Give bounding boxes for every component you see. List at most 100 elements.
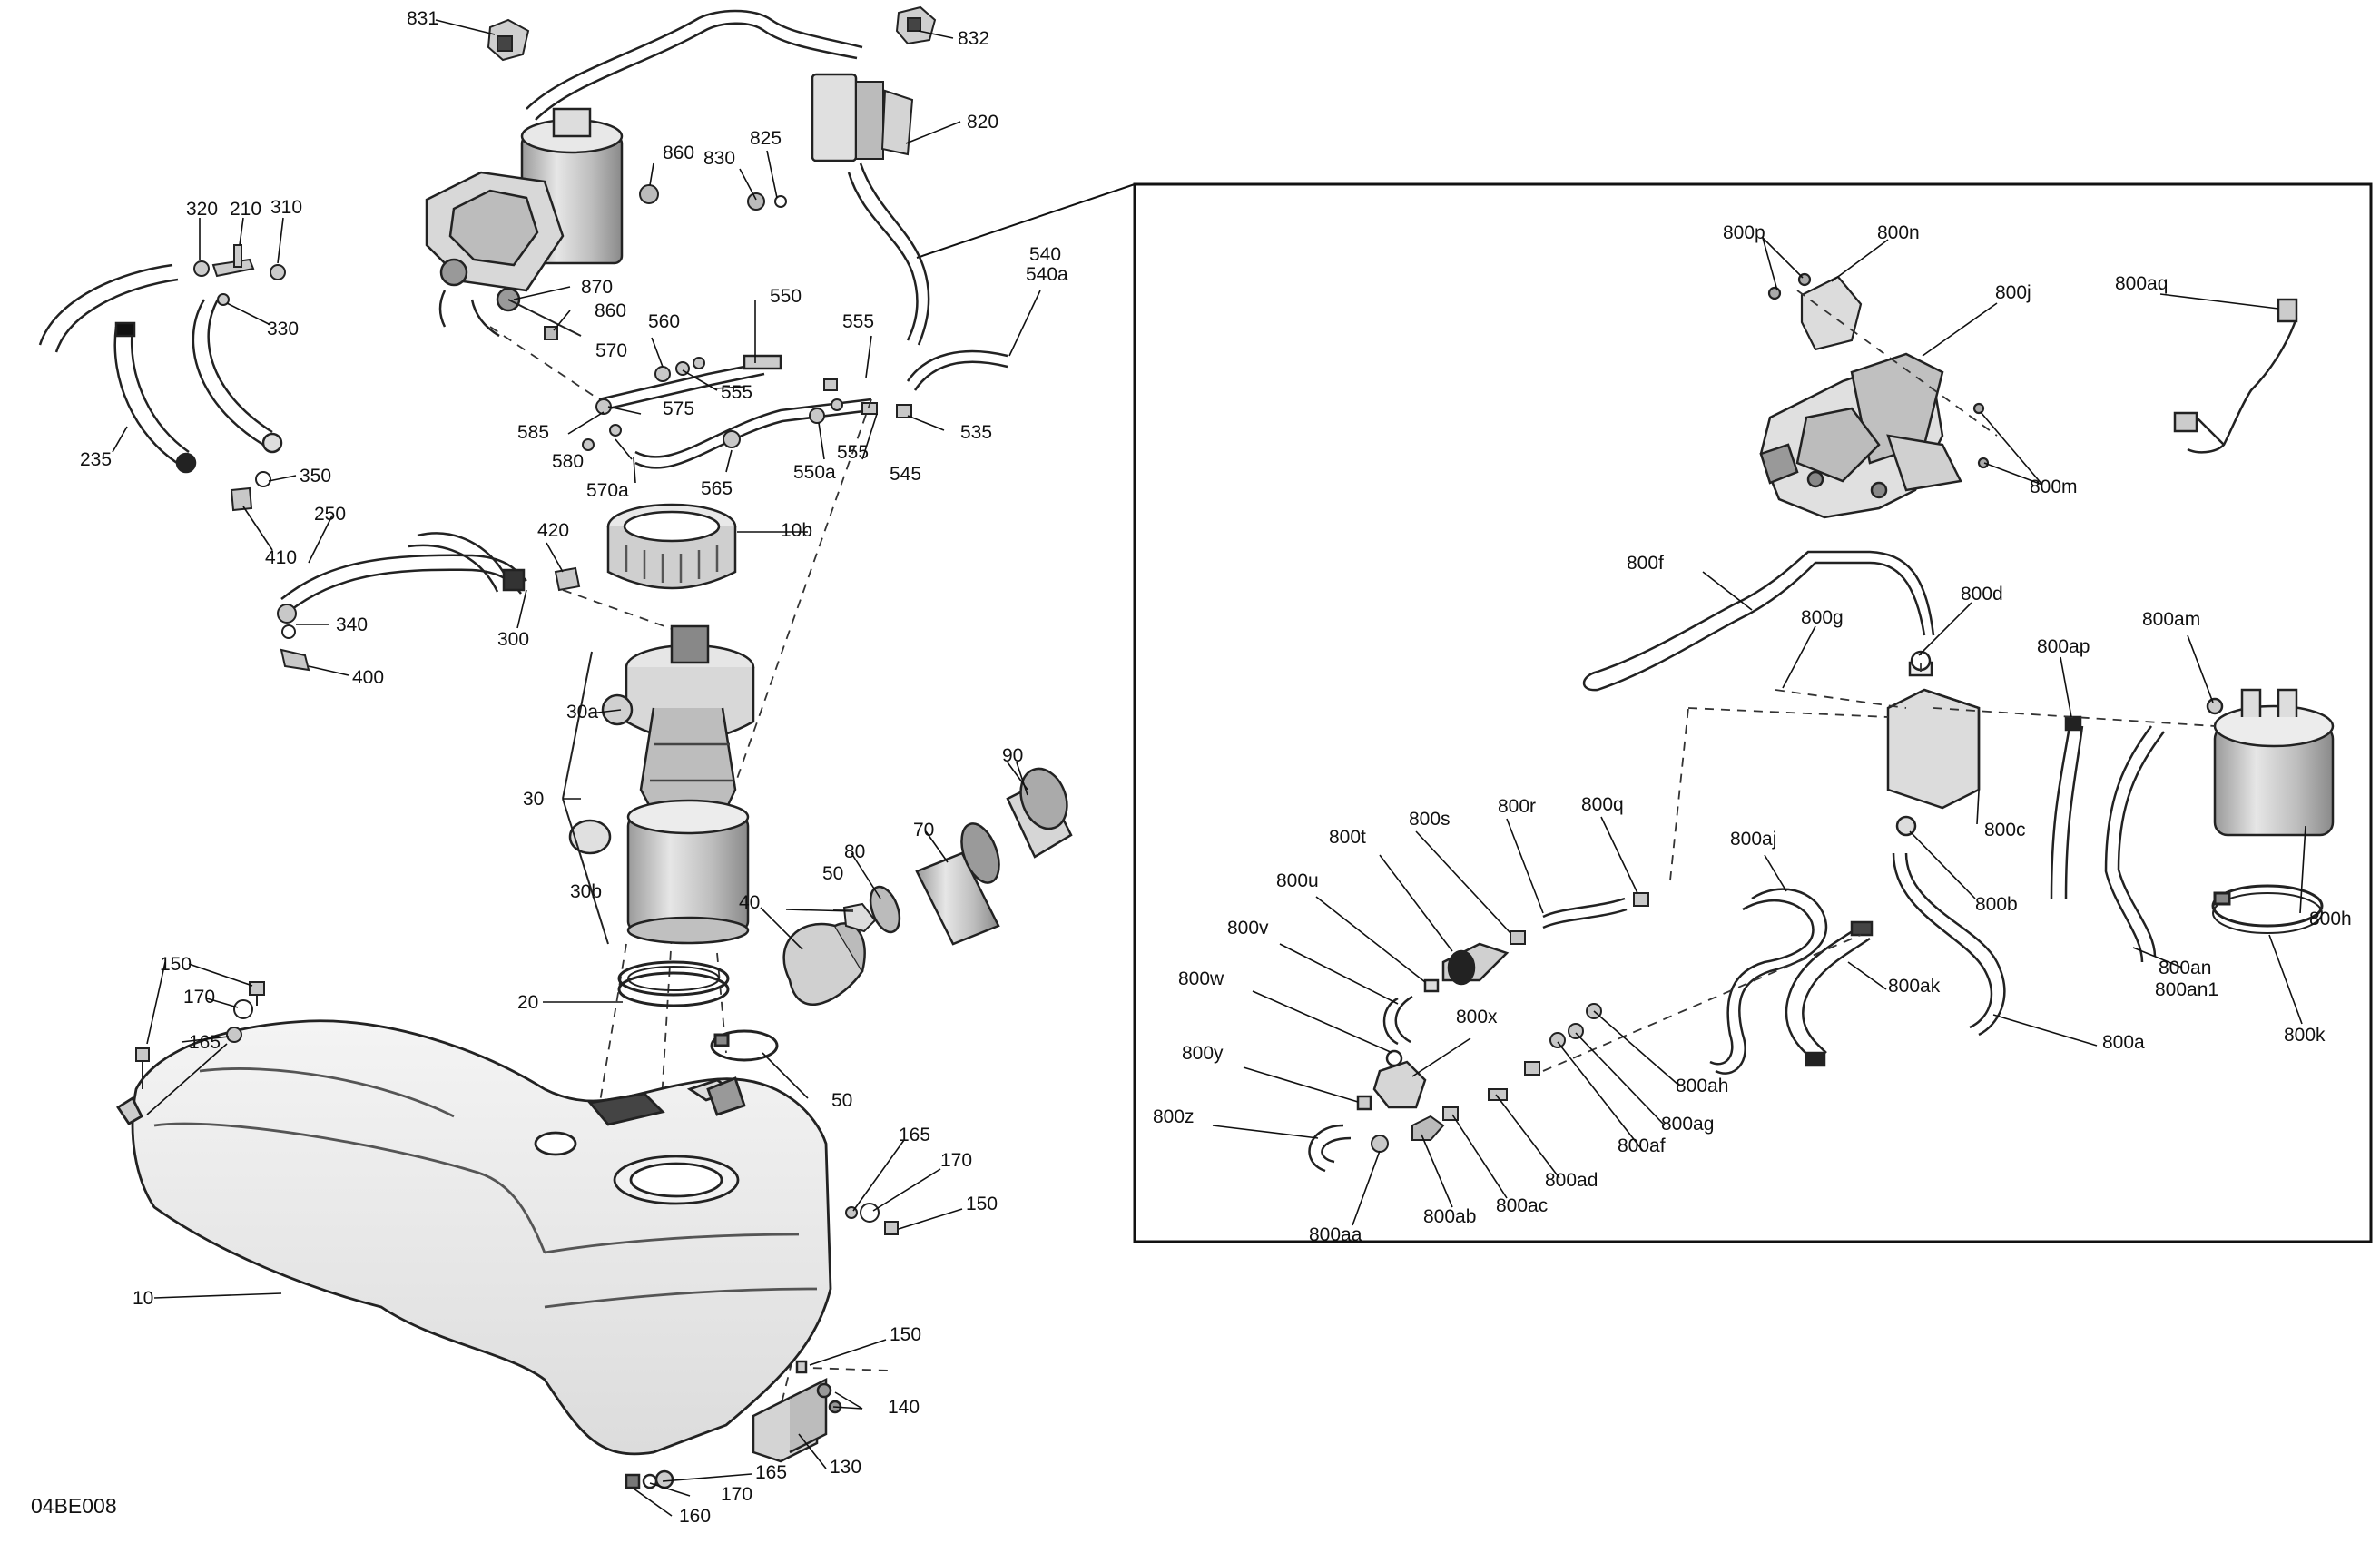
callout-800h: 800h [2309, 909, 2352, 929]
callout-150-c: 150 [890, 1324, 922, 1345]
detail-callout-line [916, 183, 1136, 259]
callout-575: 575 [663, 398, 695, 419]
bracket-130 [625, 1360, 842, 1489]
callout-800f: 800f [1627, 553, 1664, 574]
callout-800b: 800b [1975, 894, 2018, 915]
callout-90: 90 [1002, 745, 1024, 766]
callout-800ab: 800ab [1423, 1206, 1477, 1227]
detail-frame [1133, 182, 2373, 1243]
drawing-code: 04BE008 [31, 1494, 117, 1518]
callout-800g: 800g [1801, 607, 1844, 628]
callout-170-c: 170 [721, 1484, 753, 1505]
callout-820: 820 [967, 112, 999, 133]
canister-800c [1886, 650, 1981, 837]
callout-550: 550 [770, 286, 802, 307]
callout-70: 70 [913, 820, 935, 840]
evap-canister-820 [811, 73, 914, 162]
callout-165-c: 165 [755, 1462, 788, 1483]
callout-800p: 800p [1723, 222, 1765, 243]
bracket-30 [562, 651, 593, 800]
callout-800a: 800a [2102, 1032, 2145, 1053]
vent-connectors [582, 357, 912, 451]
callout-555-a: 555 [842, 311, 875, 332]
callout-800s: 800s [1409, 809, 1451, 830]
callout-800k: 800k [2284, 1025, 2326, 1046]
callout-50-upper: 50 [822, 863, 844, 884]
callout-800aa: 800aa [1309, 1224, 1362, 1245]
leader-lines [112, 19, 2306, 1517]
hose-800z [1308, 1124, 1352, 1173]
callout-30: 30 [523, 789, 545, 810]
valve-800t [1423, 942, 1510, 993]
callout-210: 210 [230, 199, 262, 220]
hose-800a [1892, 852, 2006, 1037]
callout-800n: 800n [1877, 222, 1920, 243]
callout-170-a: 170 [183, 987, 216, 1007]
gasket-20 [617, 960, 730, 1007]
callout-170-b: 170 [940, 1150, 973, 1171]
callout-800af: 800af [1618, 1135, 1666, 1156]
clamp-832 [895, 5, 937, 45]
callout-540: 540 [1029, 244, 1062, 265]
clamp-50-lower [710, 1029, 779, 1062]
callout-800ak: 800ak [1888, 976, 1941, 997]
callout-800aq: 800aq [2115, 273, 2169, 294]
hose-235 [38, 263, 197, 474]
callout-800an: 800an [2159, 958, 2212, 978]
callout-800m: 800m [2030, 477, 2078, 497]
callout-585: 585 [517, 422, 550, 443]
callout-800ac: 800ac [1496, 1195, 1549, 1216]
callout-800v: 800v [1227, 918, 1269, 939]
callout-570: 570 [595, 340, 628, 361]
callout-800y: 800y [1182, 1043, 1224, 1064]
callout-310: 310 [270, 197, 303, 218]
callout-550a: 550a [793, 462, 836, 483]
callout-10b: 10b [781, 520, 813, 541]
callout-420: 420 [537, 520, 570, 541]
fittings-340-400-410 [230, 471, 581, 672]
callout-860-b: 860 [595, 300, 627, 321]
hose-800f [1582, 550, 1935, 692]
top-vent-hose [526, 9, 930, 346]
callout-165-b: 165 [899, 1125, 931, 1145]
fittings-800q-800s [1510, 892, 1649, 945]
callout-830: 830 [703, 148, 736, 169]
callout-130: 130 [830, 1457, 862, 1478]
callout-350: 350 [300, 466, 332, 486]
hose-800r [1542, 897, 1628, 929]
callout-150-a: 150 [160, 954, 192, 975]
hose-800aj [1709, 888, 1828, 1075]
callout-535: 535 [960, 422, 993, 443]
callout-800an1: 800an1 [2155, 979, 2219, 1000]
callout-410: 410 [265, 547, 298, 568]
callout-832: 832 [958, 28, 990, 49]
callout-800aj: 800aj [1730, 829, 1777, 850]
callout-800ag: 800ag [1661, 1114, 1715, 1135]
callout-565: 565 [701, 478, 733, 499]
callout-800ap: 800ap [2037, 636, 2090, 657]
callout-800ah: 800ah [1676, 1076, 1729, 1096]
vent-line-550 [598, 349, 1008, 469]
callout-140: 140 [888, 1397, 920, 1418]
callout-800r: 800r [1498, 796, 1537, 817]
callout-800d: 800d [1961, 584, 2003, 604]
callout-540a: 540a [1026, 264, 1068, 285]
callout-800u: 800u [1276, 870, 1319, 891]
callout-800q: 800q [1581, 794, 1624, 815]
canister-800h [2213, 688, 2335, 837]
callout-570a: 570a [586, 480, 629, 501]
callout-30b: 30b [570, 881, 603, 902]
cap-parts-80-70-90 [869, 767, 1073, 946]
callout-800am: 800am [2142, 609, 2201, 630]
callout-300: 300 [497, 629, 530, 650]
callout-580: 580 [552, 451, 585, 472]
throttle-canister-assembly [425, 107, 624, 338]
callout-870: 870 [581, 277, 614, 298]
callout-800j: 800j [1995, 282, 2031, 303]
tee-fitting-210 [193, 244, 286, 306]
callout-80: 80 [844, 841, 866, 862]
hose-800v [1382, 995, 1413, 1046]
lock-ring-10b [606, 503, 737, 590]
callout-800x: 800x [1456, 1007, 1498, 1027]
